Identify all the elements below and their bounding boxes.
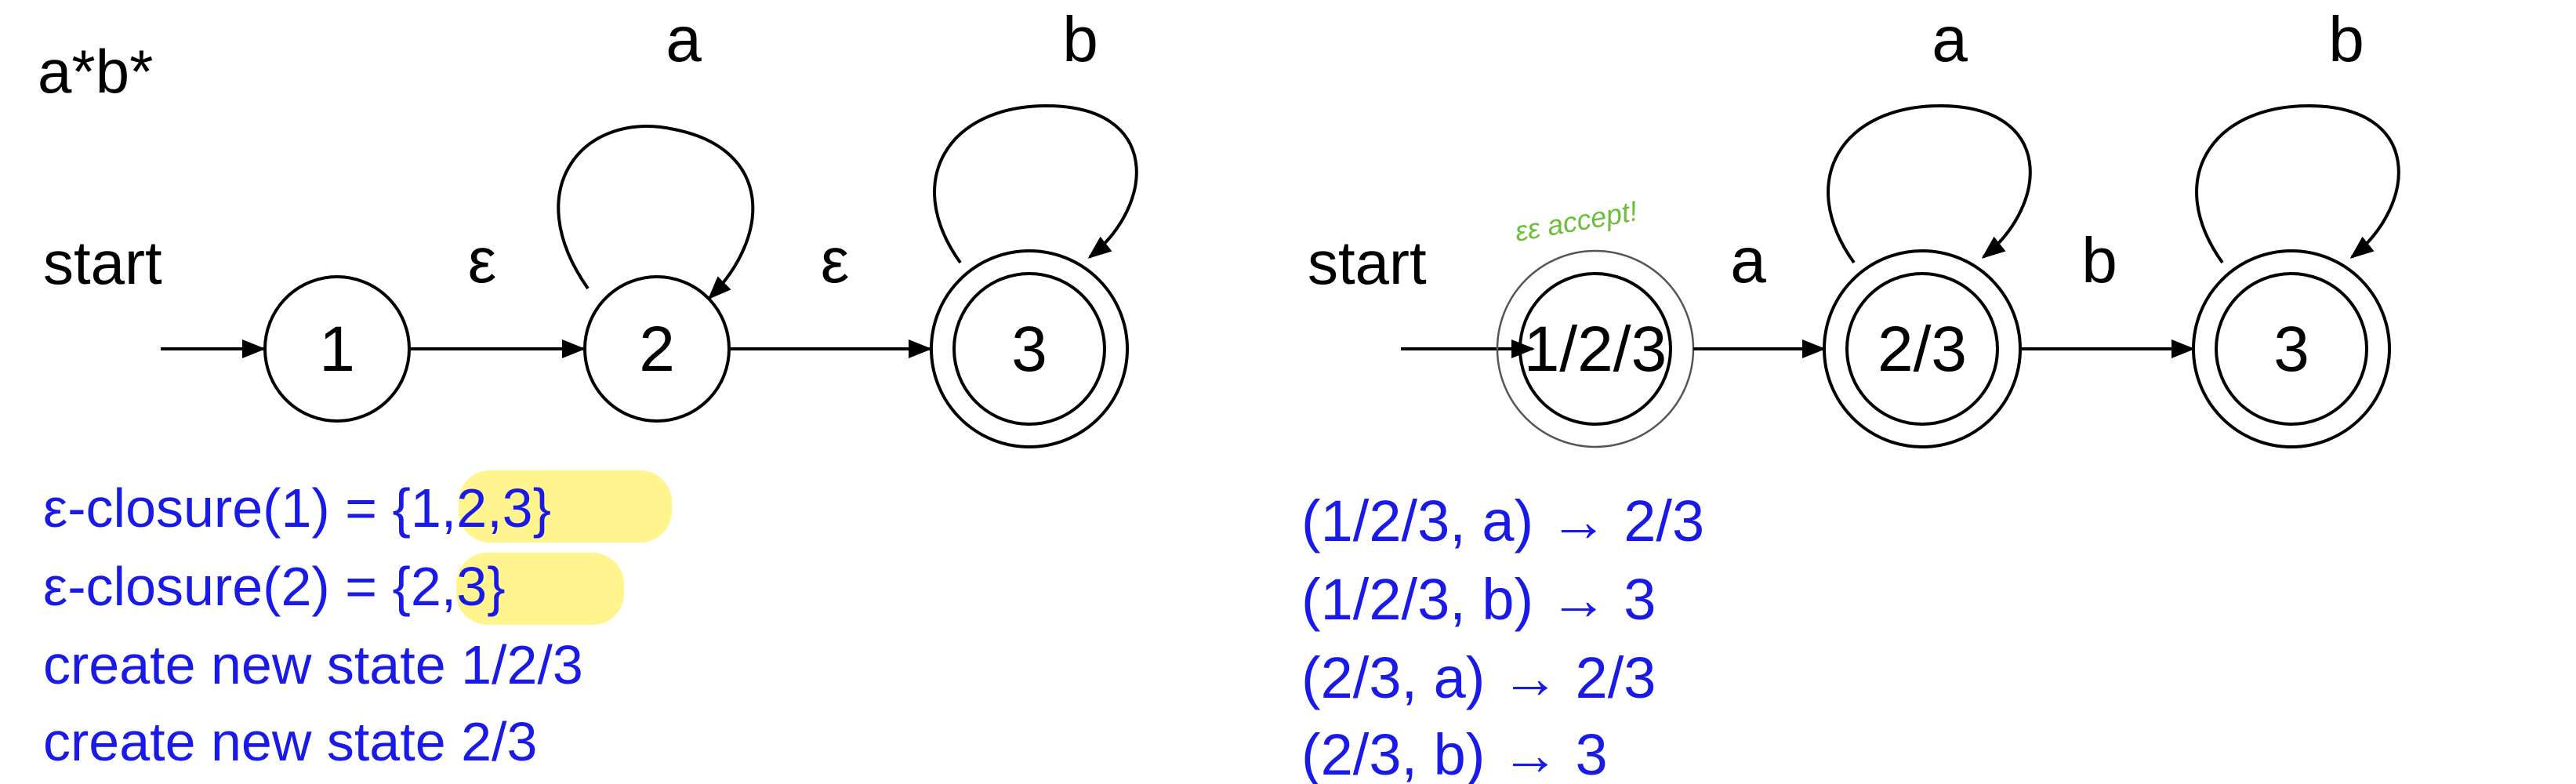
note-closure-1-set: {1,2,3} bbox=[393, 477, 551, 539]
dfa-table-row: (2/3, b) → 3 bbox=[1301, 722, 1608, 784]
dfa-loop-3 bbox=[2195, 103, 2400, 264]
note-create-state-2: create new state 2/3 bbox=[43, 711, 537, 772]
nfa-diagram: a*b* start 1 ε 2 a ε 3 b ε-closure(1) = … bbox=[38, 4, 1138, 772]
nfa-state-3-label: 3 bbox=[1011, 314, 1047, 385]
dfa-loop-23-label: a bbox=[1932, 4, 1968, 75]
dfa-state-23-accept-ring bbox=[1845, 272, 1999, 426]
nfa-edge-1-2-label: ε bbox=[468, 225, 497, 296]
dfa-table-row: (2/3, a) → 2/3 bbox=[1301, 645, 1656, 710]
nfa-state-1-label: 1 bbox=[319, 314, 355, 385]
nfa-loop-3-label: b bbox=[1062, 4, 1098, 75]
nfa-edge-2-3-label: ε bbox=[821, 225, 850, 296]
nfa-loop-2 bbox=[557, 125, 755, 300]
note-closure-1-prefix: ε-closure(1) = bbox=[43, 477, 393, 539]
dfa-loop-3-label: b bbox=[2328, 4, 2364, 75]
dfa-edge-23-3-label: b bbox=[2081, 225, 2117, 296]
dfa-accept-annotation: εε accept! bbox=[1512, 194, 1639, 248]
note-closure-2-prefix: ε-closure(2) = bbox=[43, 556, 393, 617]
dfa-loop-23 bbox=[1827, 103, 2032, 264]
dfa-state-123-accept-ring bbox=[1518, 272, 1672, 426]
highlight-closure-2 bbox=[456, 553, 624, 625]
regex-label: a*b* bbox=[38, 37, 153, 106]
dfa-edge-123-23-label: a bbox=[1730, 225, 1766, 296]
note-closure-2-set: {2,3} bbox=[393, 556, 506, 617]
dfa-state-3-label: 3 bbox=[2273, 314, 2309, 385]
nfa-state-3 bbox=[930, 249, 1129, 448]
nfa-start-label: start bbox=[43, 228, 162, 297]
dfa-state-3 bbox=[2192, 249, 2391, 448]
nfa-loop-3 bbox=[933, 103, 1138, 264]
note-create-state-1: create new state 1/2/3 bbox=[43, 634, 583, 695]
nfa-state-3-accept-ring bbox=[952, 272, 1106, 426]
note-closure-1: ε-closure(1) = {1,2,3} bbox=[43, 477, 551, 539]
dfa-table-row: (1/2/3, b) → 3 bbox=[1301, 567, 1656, 632]
nfa-state-2-label: 2 bbox=[639, 314, 675, 385]
highlight-closure-1 bbox=[459, 470, 672, 543]
dfa-state-23-label: 2/3 bbox=[1878, 314, 1967, 385]
dfa-diagram: start εε accept! 1/2/3 a 2/3 a b 3 b (1/… bbox=[1301, 4, 2400, 784]
nfa-loop-2-label: a bbox=[666, 4, 702, 75]
dfa-state-123-label: 1/2/3 bbox=[1524, 314, 1667, 385]
dfa-table-row: (1/2/3, a) → 2/3 bbox=[1301, 488, 1704, 554]
note-closure-2: ε-closure(2) = {2,3} bbox=[43, 556, 506, 617]
dfa-state-3-accept-ring bbox=[2215, 272, 2368, 426]
dfa-start-label: start bbox=[1308, 228, 1427, 297]
